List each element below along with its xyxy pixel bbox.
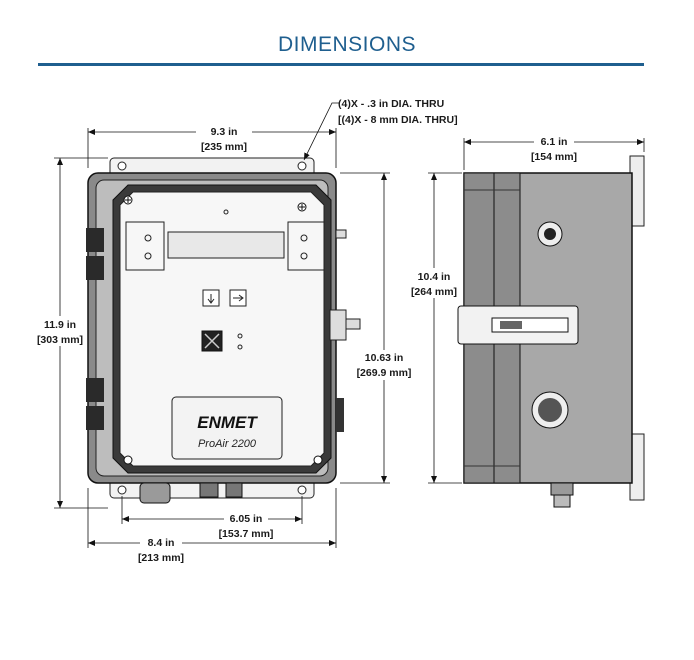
title-underline xyxy=(38,63,644,66)
side-height-mm: [264 mm] xyxy=(411,286,457,298)
side-depth-mm: [154 mm] xyxy=(531,151,577,163)
hole-note-line1: (4)X - .3 in DIA. THRU xyxy=(338,98,444,110)
front-height-left-mm: [303 mm] xyxy=(37,334,83,346)
model-name: ProAir 2200 xyxy=(198,438,257,450)
front-height-right-in: 10.63 in xyxy=(365,352,404,364)
hole-note-line2: [(4)X - 8 mm DIA. THRU] xyxy=(338,114,458,126)
fitting-spacing-in: 6.05 in xyxy=(230,513,263,525)
front-width-bottom-in: 8.4 in xyxy=(148,537,175,549)
front-height-left-in: 11.9 in xyxy=(44,319,76,331)
side-view xyxy=(457,155,645,508)
side-height-in: 10.4 in xyxy=(418,271,451,283)
front-width-top-in: 9.3 in xyxy=(211,126,238,138)
side-depth-in: 6.1 in xyxy=(541,136,568,148)
front-view: ENMET ProAir 2200 xyxy=(86,157,361,504)
brand-logo-text: ENMET xyxy=(197,413,258,432)
front-height-right-mm: [269.9 mm] xyxy=(357,367,412,379)
page-title: DIMENSIONS xyxy=(277,33,416,56)
front-width-bottom-mm: [213 mm] xyxy=(138,552,184,564)
fitting-spacing-mm: [153.7 mm] xyxy=(219,528,274,540)
front-width-top-mm: [235 mm] xyxy=(201,141,247,153)
